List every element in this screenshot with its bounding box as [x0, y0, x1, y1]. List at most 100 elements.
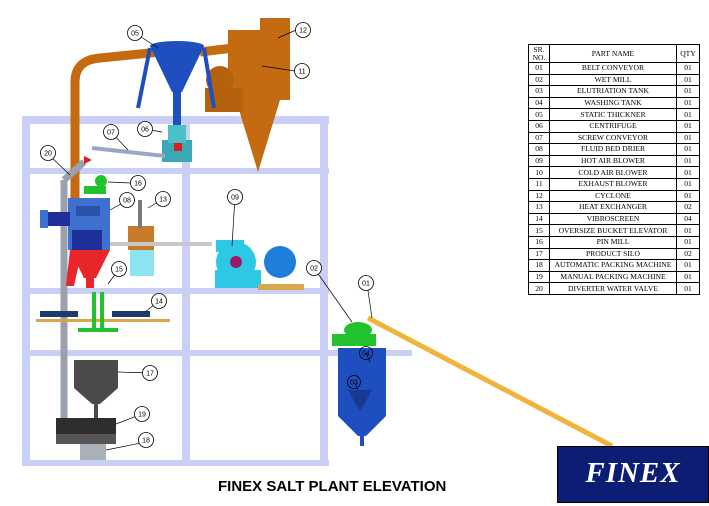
sr-no-cell: 02 — [528, 73, 550, 87]
screw-conveyor — [91, 146, 166, 158]
svg-text:02: 02 — [310, 266, 318, 273]
qty-cell: 01 — [676, 270, 700, 284]
qty-cell: 01 — [676, 143, 700, 156]
svg-text:15: 15 — [115, 267, 123, 274]
part-name-cell: CYCLONE — [549, 189, 677, 203]
part-name-cell: AUTOMATIC PACKING MACHINE — [549, 259, 677, 272]
diverter-valve — [84, 156, 92, 164]
part-name-cell: OVERSIZE BUCKET ELEVATOR — [549, 224, 677, 237]
part-name-cell: BELT CONVEYOR — [549, 62, 677, 75]
qty-cell: 04 — [676, 212, 700, 226]
callout-15: 15 — [111, 261, 127, 277]
qty-cell: 01 — [676, 108, 700, 121]
sr-no-cell: 20 — [528, 282, 550, 295]
static-thickner — [136, 41, 216, 130]
header-sr-no: SR. NO. — [528, 44, 550, 63]
header-part-name: PART NAME — [549, 44, 677, 63]
svg-text:18: 18 — [142, 438, 150, 445]
callout-06: 06 — [137, 121, 153, 137]
heat-exchanger — [128, 200, 154, 276]
svg-text:08: 08 — [123, 198, 131, 205]
sr-no-cell: 17 — [528, 247, 550, 261]
callout-03: 03 — [347, 375, 361, 389]
qty-cell: 01 — [676, 235, 700, 249]
svg-text:03: 03 — [350, 380, 358, 387]
svg-text:01: 01 — [362, 281, 370, 288]
svg-text:19: 19 — [138, 412, 146, 419]
qty-cell: 01 — [676, 166, 700, 179]
hot-air-blower — [110, 240, 304, 290]
sr-no-cell: 03 — [528, 85, 550, 98]
drawing-title: FINEX SALT PLANT ELEVATION — [218, 478, 447, 495]
qty-cell: 01 — [676, 224, 700, 237]
qty-cell: 01 — [676, 131, 700, 145]
callout-14: 14 — [151, 293, 167, 309]
svg-text:12: 12 — [299, 28, 307, 35]
centrifuge — [162, 125, 192, 162]
callout-20: 20 — [40, 145, 56, 161]
part-name-cell: HOT AIR BLOWER — [549, 154, 677, 168]
wet-mill — [332, 322, 376, 346]
exhaust-blower — [205, 66, 243, 112]
pin-mill — [84, 175, 107, 194]
svg-text:11: 11 — [298, 69, 305, 76]
part-name-cell: EXHAUST BLOWER — [549, 177, 677, 191]
packing-machine — [56, 418, 116, 460]
sr-no-cell: 12 — [528, 189, 550, 203]
sr-no-cell: 16 — [528, 235, 550, 249]
svg-text:04: 04 — [362, 351, 370, 358]
svg-text:14: 14 — [155, 299, 163, 306]
callout-01: 01 — [358, 275, 374, 291]
sr-no-cell: 09 — [528, 154, 550, 168]
vibroscreen — [36, 292, 170, 332]
qty-cell: 01 — [676, 282, 700, 295]
sr-no-cell: 06 — [528, 119, 550, 133]
qty-cell: 01 — [676, 85, 700, 98]
washing-tank — [338, 348, 386, 446]
qty-cell: 01 — [676, 189, 700, 203]
vibro-feed-chute — [66, 250, 110, 288]
sr-no-cell: 13 — [528, 201, 550, 214]
qty-cell: 01 — [676, 73, 700, 87]
part-name-cell: WASHING TANK — [549, 96, 677, 110]
part-name-cell: PIN MILL — [549, 235, 677, 249]
qty-cell: 01 — [676, 154, 700, 168]
sr-no-cell: 15 — [528, 224, 550, 237]
svg-text:07: 07 — [107, 130, 115, 137]
sr-no-cell: 14 — [528, 212, 550, 226]
sr-no-cell: 05 — [528, 108, 550, 121]
callout-09: 09 — [227, 189, 243, 205]
qty-cell: 02 — [676, 201, 700, 214]
qty-cell: 01 — [676, 119, 700, 133]
callout-labels: 05 12 11 06 07 20 16 08 13 09 15 14 17 1… — [40, 22, 374, 448]
callout-17: 17 — [142, 365, 158, 381]
qty-cell: 02 — [676, 247, 700, 261]
svg-text:20: 20 — [44, 151, 52, 158]
belt-conveyor — [366, 315, 614, 449]
svg-text:17: 17 — [146, 371, 154, 378]
part-name-cell: VIBROSCREEN — [549, 212, 677, 226]
callout-19: 19 — [134, 406, 150, 422]
callout-18: 18 — [138, 432, 154, 448]
finex-logo: FINEX — [557, 446, 709, 503]
callout-12: 12 — [295, 22, 311, 38]
sr-no-cell: 04 — [528, 96, 550, 110]
